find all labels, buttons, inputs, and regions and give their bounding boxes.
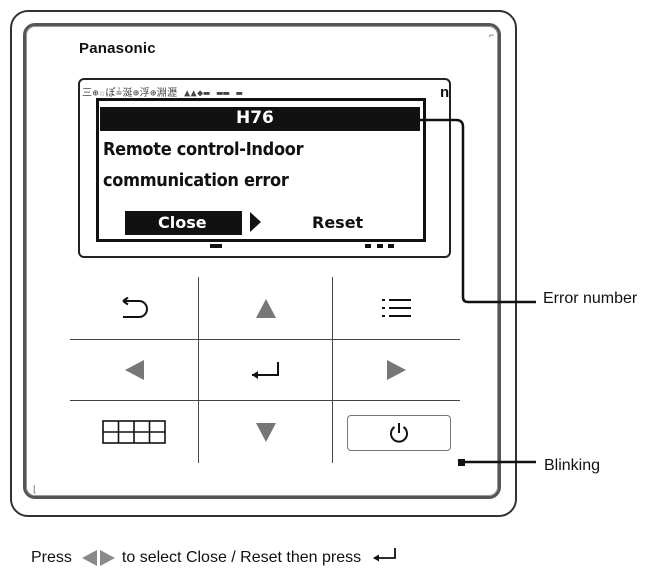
left-button[interactable] xyxy=(70,340,198,400)
corner-mark: ⌊ xyxy=(33,484,37,494)
instruction-line: Press to select Close / Reset then press xyxy=(31,547,399,568)
left-arrow-icon xyxy=(81,549,97,566)
up-button[interactable] xyxy=(199,277,332,339)
corner-mark: ⌐ xyxy=(489,30,495,40)
error-number-label: Error number xyxy=(543,290,638,307)
right-arrow-icon xyxy=(99,549,115,566)
left-right-arrows xyxy=(81,549,115,566)
instruction-text: to select Close / Reset then press xyxy=(121,548,362,566)
down-button[interactable] xyxy=(199,401,332,463)
close-button[interactable]: Close xyxy=(125,211,242,235)
timer-button[interactable] xyxy=(70,401,198,463)
error-message-line1: Remote control-Indoor xyxy=(103,139,304,160)
error-message-line2: communication error xyxy=(103,170,289,191)
up-arrow-icon xyxy=(255,298,276,318)
error-code: H76 xyxy=(236,108,274,128)
selection-arrow-icon xyxy=(250,212,261,232)
press-text: Press xyxy=(31,548,72,566)
lcd-status-row: 三⊕☆ぽ≟涎⊕浮⊕淵瀝 ▲▲◆▬ ▬▬ ▬ xyxy=(82,88,243,99)
brand-logo: Panasonic xyxy=(79,40,156,57)
blinking-label: Blinking xyxy=(544,457,601,474)
operation-lamp xyxy=(458,459,465,466)
menu-button[interactable] xyxy=(333,277,460,339)
lcd-bottom-indicators xyxy=(210,244,430,250)
down-arrow-icon xyxy=(255,422,276,442)
enter-icon xyxy=(251,362,279,379)
enter-button[interactable] xyxy=(199,340,332,400)
left-arrow-icon xyxy=(124,360,144,380)
error-code-bar: H76 xyxy=(100,107,420,131)
power-button[interactable] xyxy=(347,415,451,451)
close-button-label: Close xyxy=(158,213,207,232)
right-button[interactable] xyxy=(333,340,460,400)
power-icon xyxy=(390,423,408,443)
right-arrow-icon xyxy=(387,360,406,380)
lcd-status-end: n xyxy=(440,84,450,101)
menu-icon xyxy=(381,299,411,317)
return-button[interactable] xyxy=(70,277,198,339)
return-icon xyxy=(122,297,148,318)
timer-grid-icon xyxy=(102,420,166,444)
reset-button[interactable]: Reset xyxy=(312,213,364,232)
enter-icon xyxy=(369,547,399,568)
